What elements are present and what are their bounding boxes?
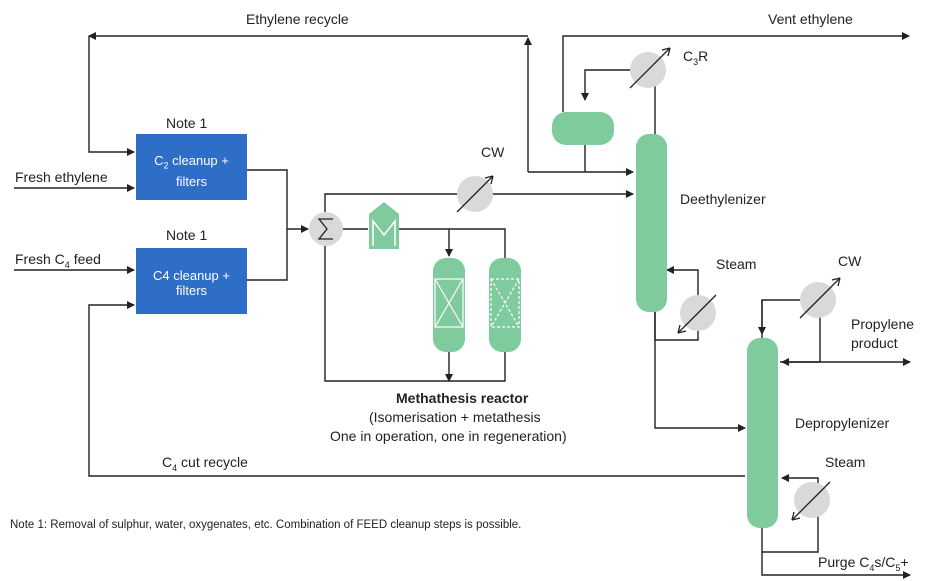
cw-condenser-icon bbox=[799, 277, 841, 319]
note1-bottom-label: Note 1 bbox=[166, 227, 208, 243]
reflux-drum bbox=[552, 112, 614, 145]
propylene-product-label-2: product bbox=[851, 335, 898, 351]
cw-cooler-icon bbox=[456, 175, 494, 213]
c4-cleanup-label: C4 cleanup + filters bbox=[153, 268, 230, 298]
c4-cut-recycle-line bbox=[88, 301, 745, 477]
c2-cleanup-box bbox=[136, 134, 247, 200]
cleanup-outlet-line bbox=[247, 169, 288, 281]
reactor-return-loop bbox=[324, 246, 506, 382]
deethylenizer-reboiler-icon bbox=[677, 294, 717, 334]
deethylenizer-column bbox=[636, 134, 667, 312]
cooler-to-deethylenizer-line bbox=[324, 190, 634, 212]
cw-right-label: CW bbox=[838, 253, 862, 269]
heater-to-reactors-line bbox=[399, 228, 506, 258]
depropylenizer-label: Depropylenizer bbox=[795, 415, 890, 431]
note1-top-label: Note 1 bbox=[166, 115, 208, 131]
c3r-condenser-icon bbox=[629, 47, 671, 89]
purge-line bbox=[761, 552, 911, 579]
depropylenizer-column bbox=[747, 338, 778, 528]
reactor-desc-line1: (Isomerisation + metathesis bbox=[369, 409, 541, 425]
c3r-label: C3R bbox=[683, 48, 709, 67]
fresh-ethylene-label: Fresh ethylene bbox=[15, 169, 108, 185]
feed-effluent-exchanger bbox=[309, 212, 343, 246]
ethylene-recycle-to-c2-line bbox=[88, 36, 135, 156]
steam-2-label: Steam bbox=[825, 454, 866, 470]
deethylenizer-label: Deethylenizer bbox=[680, 191, 766, 207]
reactor-1 bbox=[433, 258, 465, 352]
vent-ethylene-label: Vent ethylene bbox=[768, 11, 853, 27]
purge-label: Purge C4s/C5+ bbox=[818, 554, 909, 573]
process-lines bbox=[14, 32, 911, 579]
cw-top-label: CW bbox=[481, 144, 505, 160]
reactor-desc-line2: One in operation, one in regeneration) bbox=[330, 428, 567, 444]
c2-cleanup-label: C2 cleanup + filters bbox=[154, 153, 229, 189]
footnote: Note 1: Removal of sulphur, water, oxyge… bbox=[10, 519, 522, 531]
propylene-product-label-1: Propylene bbox=[851, 316, 915, 332]
fresh-c4-label: Fresh C4 feed bbox=[15, 251, 101, 270]
vent-ethylene-line bbox=[562, 32, 910, 112]
c4-cut-recycle-label: C4 cut recycle bbox=[162, 454, 248, 473]
steam-1-label: Steam bbox=[716, 256, 757, 272]
deethylenizer-bottoms-line bbox=[654, 312, 746, 432]
overhead-condenser-line bbox=[581, 69, 656, 137]
ethylene-recycle-label: Ethylene recycle bbox=[246, 11, 349, 27]
reactor-title: Methathesis reactor bbox=[396, 390, 529, 406]
reactor-2 bbox=[489, 258, 521, 352]
depropylenizer-reboiler-icon bbox=[791, 481, 831, 521]
heater-furnace-icon bbox=[369, 202, 399, 249]
depropylenizer-reboiler-loop bbox=[761, 474, 819, 553]
c4-cleanup-box bbox=[136, 248, 247, 314]
